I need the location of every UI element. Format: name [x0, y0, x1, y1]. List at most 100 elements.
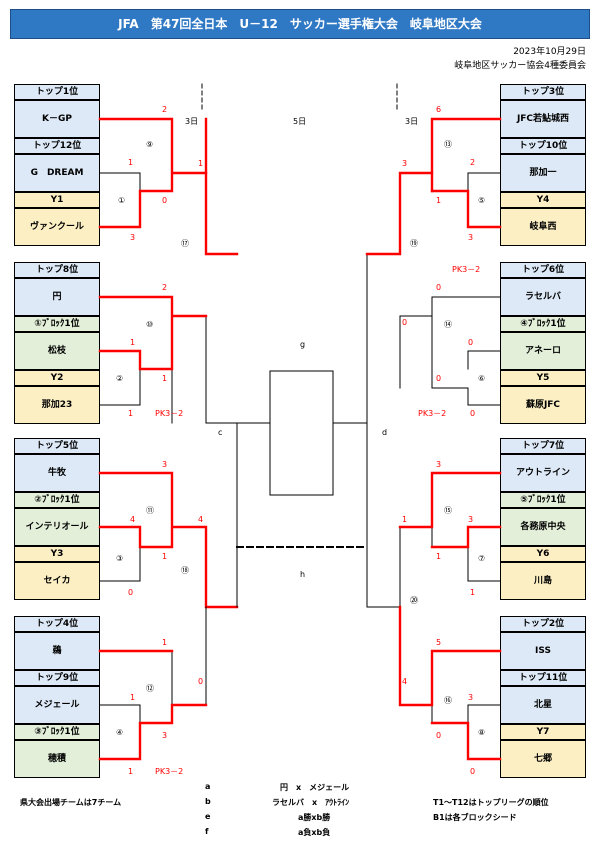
score: 0	[162, 196, 167, 205]
match-label: ⑬	[444, 140, 452, 149]
winner-path	[98, 295, 208, 371]
score: 1	[470, 588, 475, 597]
score: 3	[468, 233, 473, 242]
score: 3	[162, 460, 167, 469]
team-name: 蘇原JFC	[500, 386, 586, 424]
match-label: ①	[118, 196, 125, 205]
match-label: ⑱	[181, 566, 189, 575]
match-label: ⑲	[410, 239, 418, 248]
rank-label: ⑤ﾌﾞﾛｯｸ1位	[500, 492, 586, 508]
bracket-letter: g	[300, 340, 305, 349]
match-label: ②	[116, 374, 123, 383]
score: 0	[128, 588, 133, 597]
match-label: ⑪	[146, 506, 154, 515]
day-label: 5日	[293, 117, 306, 126]
legend-f: f	[205, 827, 208, 836]
pk-result: PK3－2	[155, 767, 183, 776]
score: 6	[436, 105, 441, 114]
legend-key: b	[205, 797, 211, 806]
team-name: G DREAM	[14, 154, 100, 192]
score: 3	[468, 515, 473, 524]
organizer: 岐阜地区サッカー協会4種委員会	[454, 61, 586, 71]
bracket-letter: h	[300, 570, 305, 579]
legend-e: e	[205, 812, 210, 821]
block-seed-note: B1は各ブロックシード	[433, 813, 517, 822]
score: 4	[198, 515, 203, 524]
match-label: ⑥	[478, 374, 485, 383]
bracket-line	[431, 172, 501, 192]
team-name: インテリオール	[14, 508, 100, 546]
team-name: 各務原中央	[500, 508, 586, 546]
rank-label: ②ﾌﾞﾛｯｸ1位	[14, 492, 100, 508]
score: 3	[130, 233, 135, 242]
rank-label: Y2	[14, 370, 100, 386]
score: 0	[198, 677, 203, 686]
rank-label: トップ5位	[14, 438, 100, 454]
score: 3	[162, 731, 167, 740]
score: 1	[436, 196, 441, 205]
match-label: ③	[116, 554, 123, 563]
rank-label: トップ11位	[500, 670, 586, 686]
score: 2	[162, 283, 167, 292]
legend-a: a	[205, 782, 210, 791]
score: 0	[436, 731, 441, 740]
score: 1	[162, 374, 167, 383]
score: 1	[162, 638, 167, 647]
bracket-letter: d	[382, 428, 387, 437]
pk-result: PK3－2	[418, 409, 446, 418]
score: 4	[402, 677, 407, 686]
team-name: 牛牧	[14, 454, 100, 492]
bracket-line	[99, 422, 238, 724]
tournament-date: 2023年10月29日	[513, 47, 586, 57]
team-name: JFC若鮎城西	[500, 100, 586, 138]
score: 1	[162, 552, 167, 561]
legend-key: e	[205, 812, 211, 821]
match-label: ⑯	[444, 696, 452, 705]
rank-label: Y6	[500, 546, 586, 562]
rank-label: トップ6位	[500, 262, 586, 278]
team-name: 那加一	[500, 154, 586, 192]
rank-label: トップ4位	[14, 616, 100, 632]
score: 1	[198, 159, 203, 168]
team-name: 岐阜西	[500, 208, 586, 246]
team-name: ヴァンクール	[14, 208, 100, 246]
score: 0	[402, 318, 407, 327]
match-label: ⑫	[146, 684, 154, 693]
match-label: ⑦	[478, 554, 485, 563]
legend-key: a	[205, 782, 211, 791]
day-label: 3日	[405, 117, 418, 126]
bracket-letter: c	[218, 428, 222, 437]
team-name: 穂積	[14, 740, 100, 778]
team-name: 円	[14, 278, 100, 316]
bracket-line	[431, 350, 501, 406]
team-name: セイカ	[14, 562, 100, 600]
winner-path	[398, 471, 502, 549]
bracket-line	[99, 368, 141, 406]
score: 4	[130, 515, 135, 524]
winner-path	[204, 171, 239, 256]
day-label: 3日	[185, 117, 198, 126]
rank-label: ④ﾌﾞﾛｯｸ1位	[500, 316, 586, 332]
team-name: 七郷	[500, 740, 586, 778]
score: 1	[128, 409, 133, 418]
team-name: 松枝	[14, 332, 100, 370]
tournament-title: JFA 第47回全日本 U－12 サッカー選手権大会 岐阜地区大会	[10, 9, 590, 39]
score: 1	[436, 552, 441, 561]
team-name: 鵜	[14, 632, 100, 670]
final-box	[269, 370, 334, 496]
match-label: ⑳	[410, 596, 418, 605]
rank-label: トップ10位	[500, 138, 586, 154]
rank-label: トップ1位	[14, 84, 100, 100]
score: 0	[470, 767, 475, 776]
match-label: ⑭	[444, 320, 452, 329]
score: 3	[402, 159, 407, 168]
rank-label: ③ﾌﾞﾛｯｸ1位	[14, 724, 100, 740]
bracket-line	[139, 172, 173, 192]
bracket-line	[171, 315, 238, 424]
rank-label: トップ8位	[14, 262, 100, 278]
rank-label: トップ3位	[500, 84, 586, 100]
score: 1	[128, 767, 133, 776]
score: 1	[128, 158, 133, 167]
day-divider	[201, 83, 398, 113]
rank-label: Y4	[500, 192, 586, 208]
